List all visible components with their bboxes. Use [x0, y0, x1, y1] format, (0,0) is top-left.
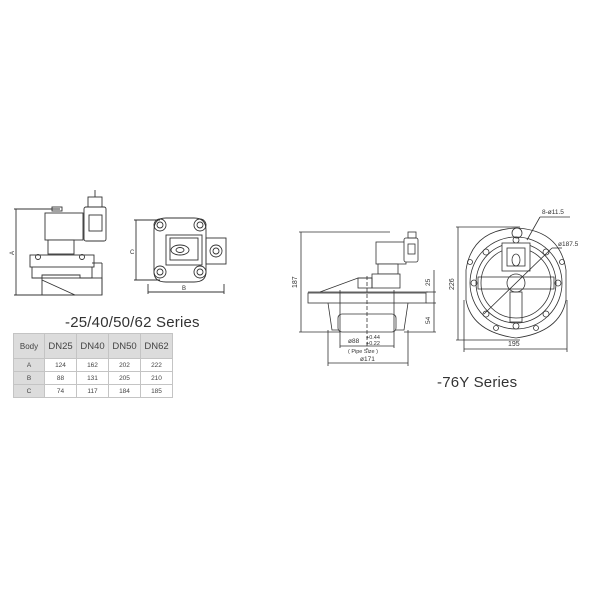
- svg-text:B: B: [182, 286, 186, 292]
- table-cell: 124: [44, 358, 77, 372]
- table-cell: 131: [76, 371, 109, 385]
- svg-text:ø187.5: ø187.5: [558, 241, 579, 248]
- table-row: B 88 131 205 210: [13, 371, 173, 385]
- table-row-label: A: [13, 358, 45, 372]
- table-cell: 162: [76, 358, 109, 372]
- table-row: C 74 117 184 185: [13, 384, 173, 398]
- valve-side-view-76y: 187 25 54 ø88 +0.44 +0.22 ( Pipe Size ) …: [292, 231, 436, 366]
- table-row-label: C: [13, 384, 45, 398]
- svg-text:187: 187: [292, 276, 299, 288]
- table-header-row: Body DN25 DN40 DN50 DN62: [13, 333, 173, 359]
- svg-text:A: A: [10, 251, 16, 255]
- svg-text:+0.22: +0.22: [366, 341, 380, 347]
- table-header-cell: DN25: [44, 333, 77, 359]
- valve-top-view-small: C B: [130, 217, 227, 294]
- svg-text:C: C: [130, 250, 135, 256]
- table-header-cell: DN50: [108, 333, 141, 359]
- valve-side-view-small: A: [10, 190, 107, 296]
- table-header-cell: DN40: [76, 333, 109, 359]
- series-title-25-40-50-62: -25/40/50/62 Series: [65, 314, 200, 331]
- svg-text:54: 54: [425, 316, 432, 324]
- series-title-76y: -76Y Series: [437, 374, 518, 391]
- svg-text:25: 25: [425, 278, 432, 286]
- table-header-cell: Body: [13, 333, 45, 359]
- table-row-label: B: [13, 371, 45, 385]
- table-cell: 222: [140, 358, 173, 372]
- svg-text:8-ø11.5: 8-ø11.5: [542, 209, 564, 216]
- svg-text:( Pipe Size ): ( Pipe Size ): [348, 349, 378, 355]
- svg-text:ø171: ø171: [360, 356, 375, 363]
- table-cell: 185: [140, 384, 173, 398]
- svg-text:ø88: ø88: [348, 338, 360, 345]
- svg-text:195: 195: [508, 341, 520, 348]
- valve-top-view-76y: 8-ø11.5 ø187.5 226 195: [449, 209, 579, 352]
- table-cell: 210: [140, 371, 173, 385]
- dimension-table: Body DN25 DN40 DN50 DN62 A 124 162 202 2…: [13, 333, 173, 398]
- svg-text:226: 226: [449, 278, 456, 290]
- table-cell: 88: [44, 371, 77, 385]
- table-cell: 205: [108, 371, 141, 385]
- table-header-cell: DN62: [140, 333, 173, 359]
- table-row: A 124 162 202 222: [13, 358, 173, 372]
- table-cell: 74: [44, 384, 77, 398]
- table-cell: 117: [76, 384, 109, 398]
- table-cell: 202: [108, 358, 141, 372]
- table-cell: 184: [108, 384, 141, 398]
- svg-text:+0.44: +0.44: [366, 335, 380, 341]
